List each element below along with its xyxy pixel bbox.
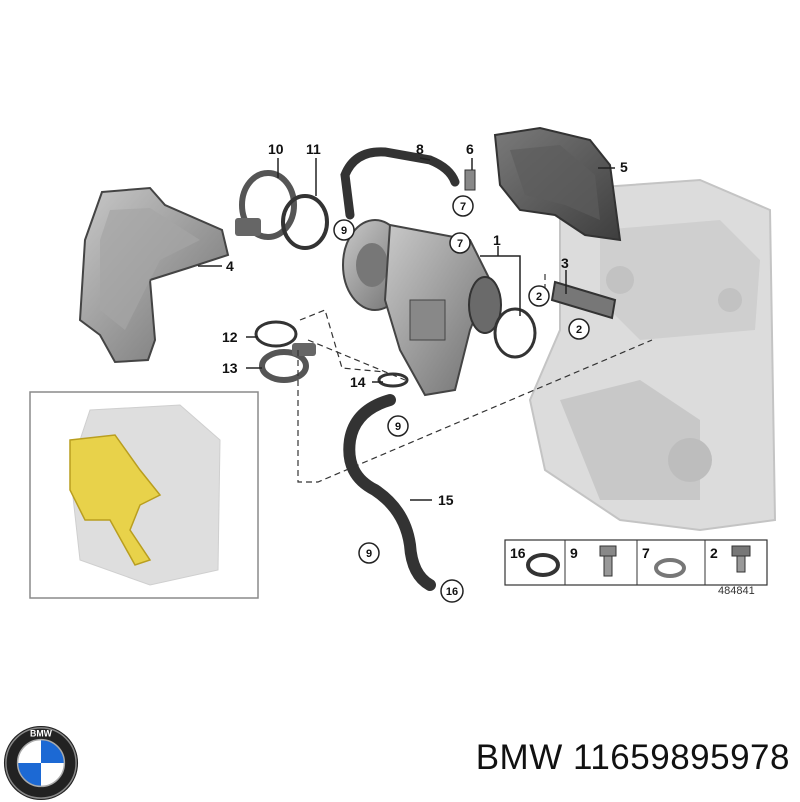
- callout-9-top: 9: [341, 225, 347, 237]
- legend-washer-icon: [654, 558, 686, 578]
- clamp-10: [235, 170, 297, 240]
- legend-item-2: 2: [710, 545, 718, 561]
- callout-8: 8: [416, 141, 424, 157]
- turbocharger: [342, 219, 502, 397]
- legend-item-16: 16: [510, 545, 526, 561]
- legend-item-7: 7: [642, 545, 650, 561]
- legend-screw-icon: [731, 545, 751, 573]
- callout-14: 14: [350, 374, 366, 390]
- diagram-reference-number: 484841: [718, 585, 755, 597]
- return-pipe-15: [343, 394, 436, 591]
- callout-3: 3: [561, 255, 569, 271]
- callout-4: 4: [226, 258, 234, 274]
- engine-block: [528, 178, 777, 532]
- callout-labels: 1 3 4 5 6 8 10 11 12 13 14 15: [222, 141, 628, 508]
- leader-lines: [198, 157, 615, 501]
- legend-ring-icon: [526, 553, 560, 577]
- callout-10: 10: [268, 141, 284, 157]
- part-number: 11659895978: [572, 738, 790, 777]
- gasket-14: [377, 372, 409, 388]
- callout-2-lower: 2: [576, 324, 582, 336]
- legend-bolt-icon: [599, 545, 617, 577]
- callout-13: 13: [222, 360, 238, 376]
- gasket-11: [281, 194, 329, 250]
- svg-text:BMW: BMW: [30, 729, 53, 739]
- legend-item-9: 9: [570, 545, 578, 561]
- brand-name: BMW: [475, 738, 563, 777]
- callout-9-mid: 9: [395, 421, 401, 433]
- callout-7-top: 7: [460, 201, 466, 213]
- heat-shield-right: [493, 126, 622, 242]
- bmw-logo-icon: BMW: [3, 725, 79, 801]
- inset-location-view: [29, 391, 259, 599]
- callout-7-mid: 7: [457, 238, 463, 250]
- bracket-3: [550, 280, 617, 320]
- callout-5: 5: [620, 159, 628, 175]
- callout-9-bottom: 9: [366, 548, 372, 560]
- callout-2-left: 2: [536, 291, 542, 303]
- callout-1: 1: [493, 232, 501, 248]
- circled-callouts: 9 7 7 2 2 9 9 16: [333, 195, 590, 603]
- callout-11: 11: [306, 141, 321, 157]
- gasket-1: [493, 307, 537, 359]
- bolt-6: [464, 169, 476, 191]
- fastener-legend: 16 9 7 2: [504, 539, 768, 586]
- gasket-12: [254, 320, 298, 348]
- clamp-13: [259, 343, 316, 383]
- product-title: BMW 11659895978: [476, 738, 790, 778]
- heat-shield-left: [78, 186, 230, 364]
- callout-15: 15: [438, 492, 454, 508]
- callout-12: 12: [222, 329, 238, 345]
- callout-16: 16: [446, 586, 458, 598]
- callout-6: 6: [466, 141, 474, 157]
- oil-pipe-8: [340, 147, 460, 220]
